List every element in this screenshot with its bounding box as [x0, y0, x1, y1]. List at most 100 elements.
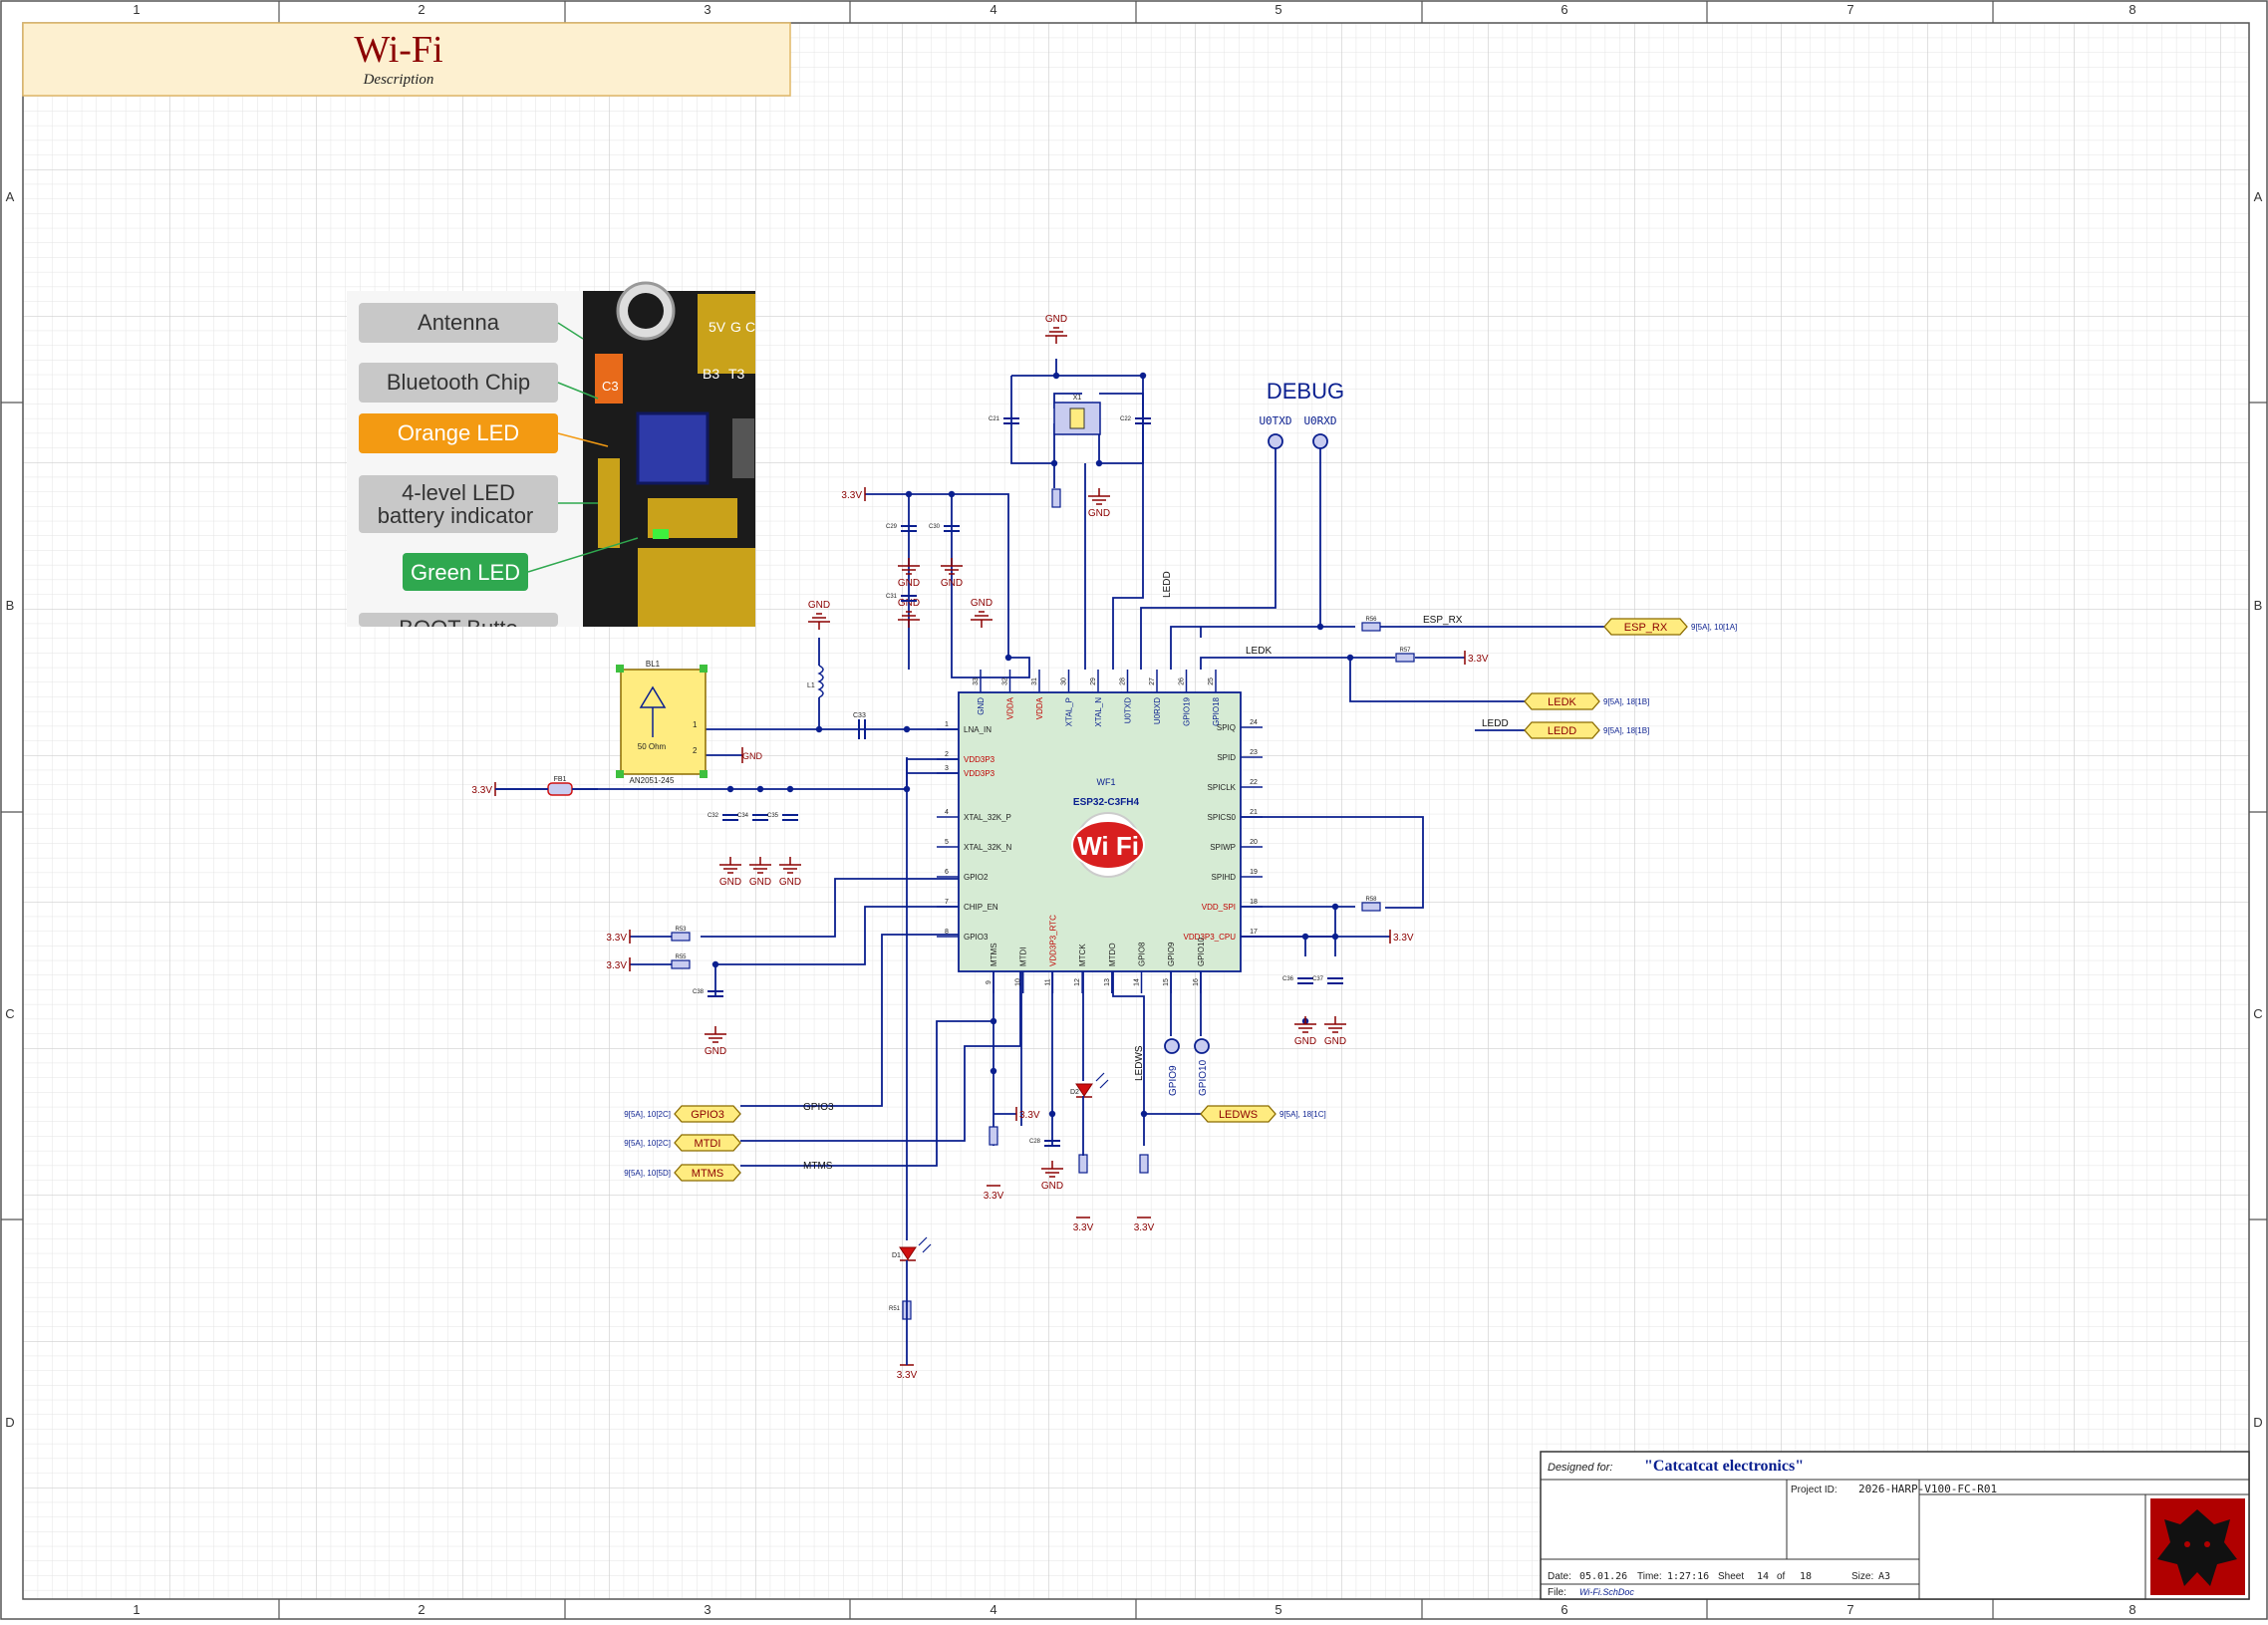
ic-pin-number: 24: [1250, 719, 1258, 726]
zone-row-label: B: [6, 598, 15, 613]
svg-text:Bluetooth Chip: Bluetooth Chip: [387, 370, 530, 395]
svg-text:BOOT Butto: BOOT Butto: [399, 616, 517, 641]
zone-row-label: A: [2254, 189, 2263, 204]
svg-text:T3: T3: [728, 366, 745, 382]
ic-pin-number: 3: [945, 765, 949, 772]
v33-label: 3.3V: [606, 933, 627, 944]
ic-pin-name: VDD3P3: [964, 755, 995, 764]
ic-pin-number: 19: [1250, 869, 1258, 876]
zone-col-label: 1: [133, 1602, 140, 1617]
wolf-logo-icon: [2150, 1498, 2245, 1595]
antenna-icon: [639, 685, 667, 737]
led-d2: D2: [1070, 1072, 1109, 1098]
wifi-logo-icon: Wi Fi: [1071, 812, 1145, 878]
testpoint-gpio10: [1194, 1038, 1210, 1054]
svg-text:B3: B3: [703, 366, 719, 382]
v33-label: 3.3V: [471, 785, 492, 796]
net-mtms: MTMS: [803, 1161, 833, 1172]
ic-part: ESP32-C3FH4: [1073, 797, 1140, 808]
v33-label: 3.3V: [1134, 1222, 1155, 1233]
ic-pin-number: 29: [1090, 677, 1097, 685]
zone-col-label: 4: [990, 2, 996, 17]
title-block: Designed for: "Catcatcat electronics" Pr…: [1540, 1451, 2250, 1600]
net-gpio3: GPIO3: [803, 1102, 834, 1113]
gnd-label: GND: [1088, 508, 1110, 519]
port-xref: 9[5A], 10[5D]: [624, 1169, 671, 1178]
zone-row-label: C: [2253, 1006, 2262, 1021]
ic-pin-name: XTAL_P: [1065, 697, 1074, 726]
svg-text:Wi-Fi.SchDoc: Wi-Fi.SchDoc: [1579, 1587, 1634, 1597]
svg-text:2: 2: [693, 746, 698, 755]
svg-text:G: G: [730, 319, 741, 335]
component-ref: C34: [737, 813, 749, 819]
ic-pin-number: 17: [1250, 929, 1258, 936]
label-bluetooth-chip: [359, 363, 558, 403]
svg-text:Designed for:: Designed for:: [1548, 1462, 1612, 1474]
gnd-label: GND: [1294, 1036, 1316, 1047]
component-ref: C31: [886, 594, 898, 600]
ic-pin-number: 13: [1104, 978, 1111, 986]
gnd-label: GND: [1045, 314, 1067, 325]
zone-col-label: 5: [1275, 1602, 1281, 1617]
zone-row-label: A: [6, 189, 15, 204]
ic-pin-number: 2: [945, 751, 949, 758]
ic-pin-name: GPIO19: [1183, 696, 1192, 725]
sheet-description: Description: [363, 72, 434, 88]
ic-pin-number: 14: [1134, 978, 1141, 986]
ic-pin-name: VDD3P3_RTC: [1048, 915, 1057, 966]
net-ledk: LEDK: [1246, 646, 1272, 657]
ic-pin-name: SPICLK: [1208, 783, 1237, 792]
ic-pin-name: CHIP_EN: [964, 903, 998, 912]
green-led-icon: [653, 529, 669, 539]
testpoint-u0rxd: [1312, 433, 1328, 449]
resistor-body: [1078, 1154, 1088, 1174]
gnd-label: GND: [749, 877, 771, 888]
ic-pin-name: U0TXD: [1124, 697, 1133, 723]
ic-pin-number: 21: [1250, 809, 1258, 816]
v33-label: 3.3V: [1073, 1222, 1094, 1233]
svg-text:1: 1: [693, 720, 698, 729]
zone-col-label: 6: [1560, 1602, 1567, 1617]
ic-pin-number: 23: [1250, 749, 1258, 756]
ic-pin-number: 4: [945, 809, 949, 816]
component-ref: R51: [889, 1306, 901, 1312]
port-label: MTMS: [692, 1168, 723, 1180]
ic-pin-name: VDD3P3: [964, 769, 995, 778]
svg-text:Antenna: Antenna: [418, 310, 500, 335]
port-label: MTDI: [695, 1138, 721, 1150]
gnd-label: GND: [1324, 1036, 1346, 1047]
component-ref: R56: [1365, 617, 1377, 623]
v33-label: 3.3V: [897, 1370, 918, 1381]
zone-row-label: B: [2254, 598, 2263, 613]
ic-pin-number: 28: [1120, 677, 1127, 685]
led-icon: [899, 1246, 917, 1260]
led-icon: [1075, 1083, 1093, 1097]
gnd-label: GND: [971, 598, 992, 609]
label-boot-button: [359, 613, 558, 627]
component-ref: R55: [675, 954, 687, 960]
component-ref: R58: [1365, 897, 1377, 903]
ic-pin-name: VDD_SPI: [1202, 903, 1236, 912]
component-ref: C28: [1029, 1139, 1041, 1145]
svg-text:File:: File:: [1548, 1587, 1566, 1598]
designed-for: "Catcatcat electronics": [1644, 1458, 1804, 1475]
port-label: LEDK: [1548, 696, 1576, 708]
net-gpio10: GPIO10: [1198, 1059, 1209, 1096]
port-gpio3: [674, 1105, 741, 1123]
ic-pin-number: 10: [1015, 978, 1022, 986]
net-esp-rx: ESP_RX: [1423, 615, 1463, 626]
port-label: LEDD: [1548, 725, 1576, 737]
svg-text:1:27:16: 1:27:16: [1667, 1571, 1709, 1582]
ic-pin-name: GPIO3: [964, 933, 989, 942]
ic-pin-number: 30: [1061, 677, 1068, 685]
zone-col-label: 3: [704, 1602, 710, 1617]
module-photo: 5V G C B3 T3 C3 Antenna Bluetooth Chip O…: [347, 281, 755, 641]
zone-row-label: D: [2253, 1415, 2262, 1430]
svg-text:of: of: [1777, 1571, 1786, 1582]
ic-pin-name: GPIO2: [964, 873, 989, 882]
ic-pin-name: XTAL_N: [1094, 697, 1103, 727]
ic-pin-number: 26: [1179, 677, 1186, 685]
ic-pin-number: 7: [945, 899, 949, 906]
svg-text:5V: 5V: [709, 319, 726, 335]
